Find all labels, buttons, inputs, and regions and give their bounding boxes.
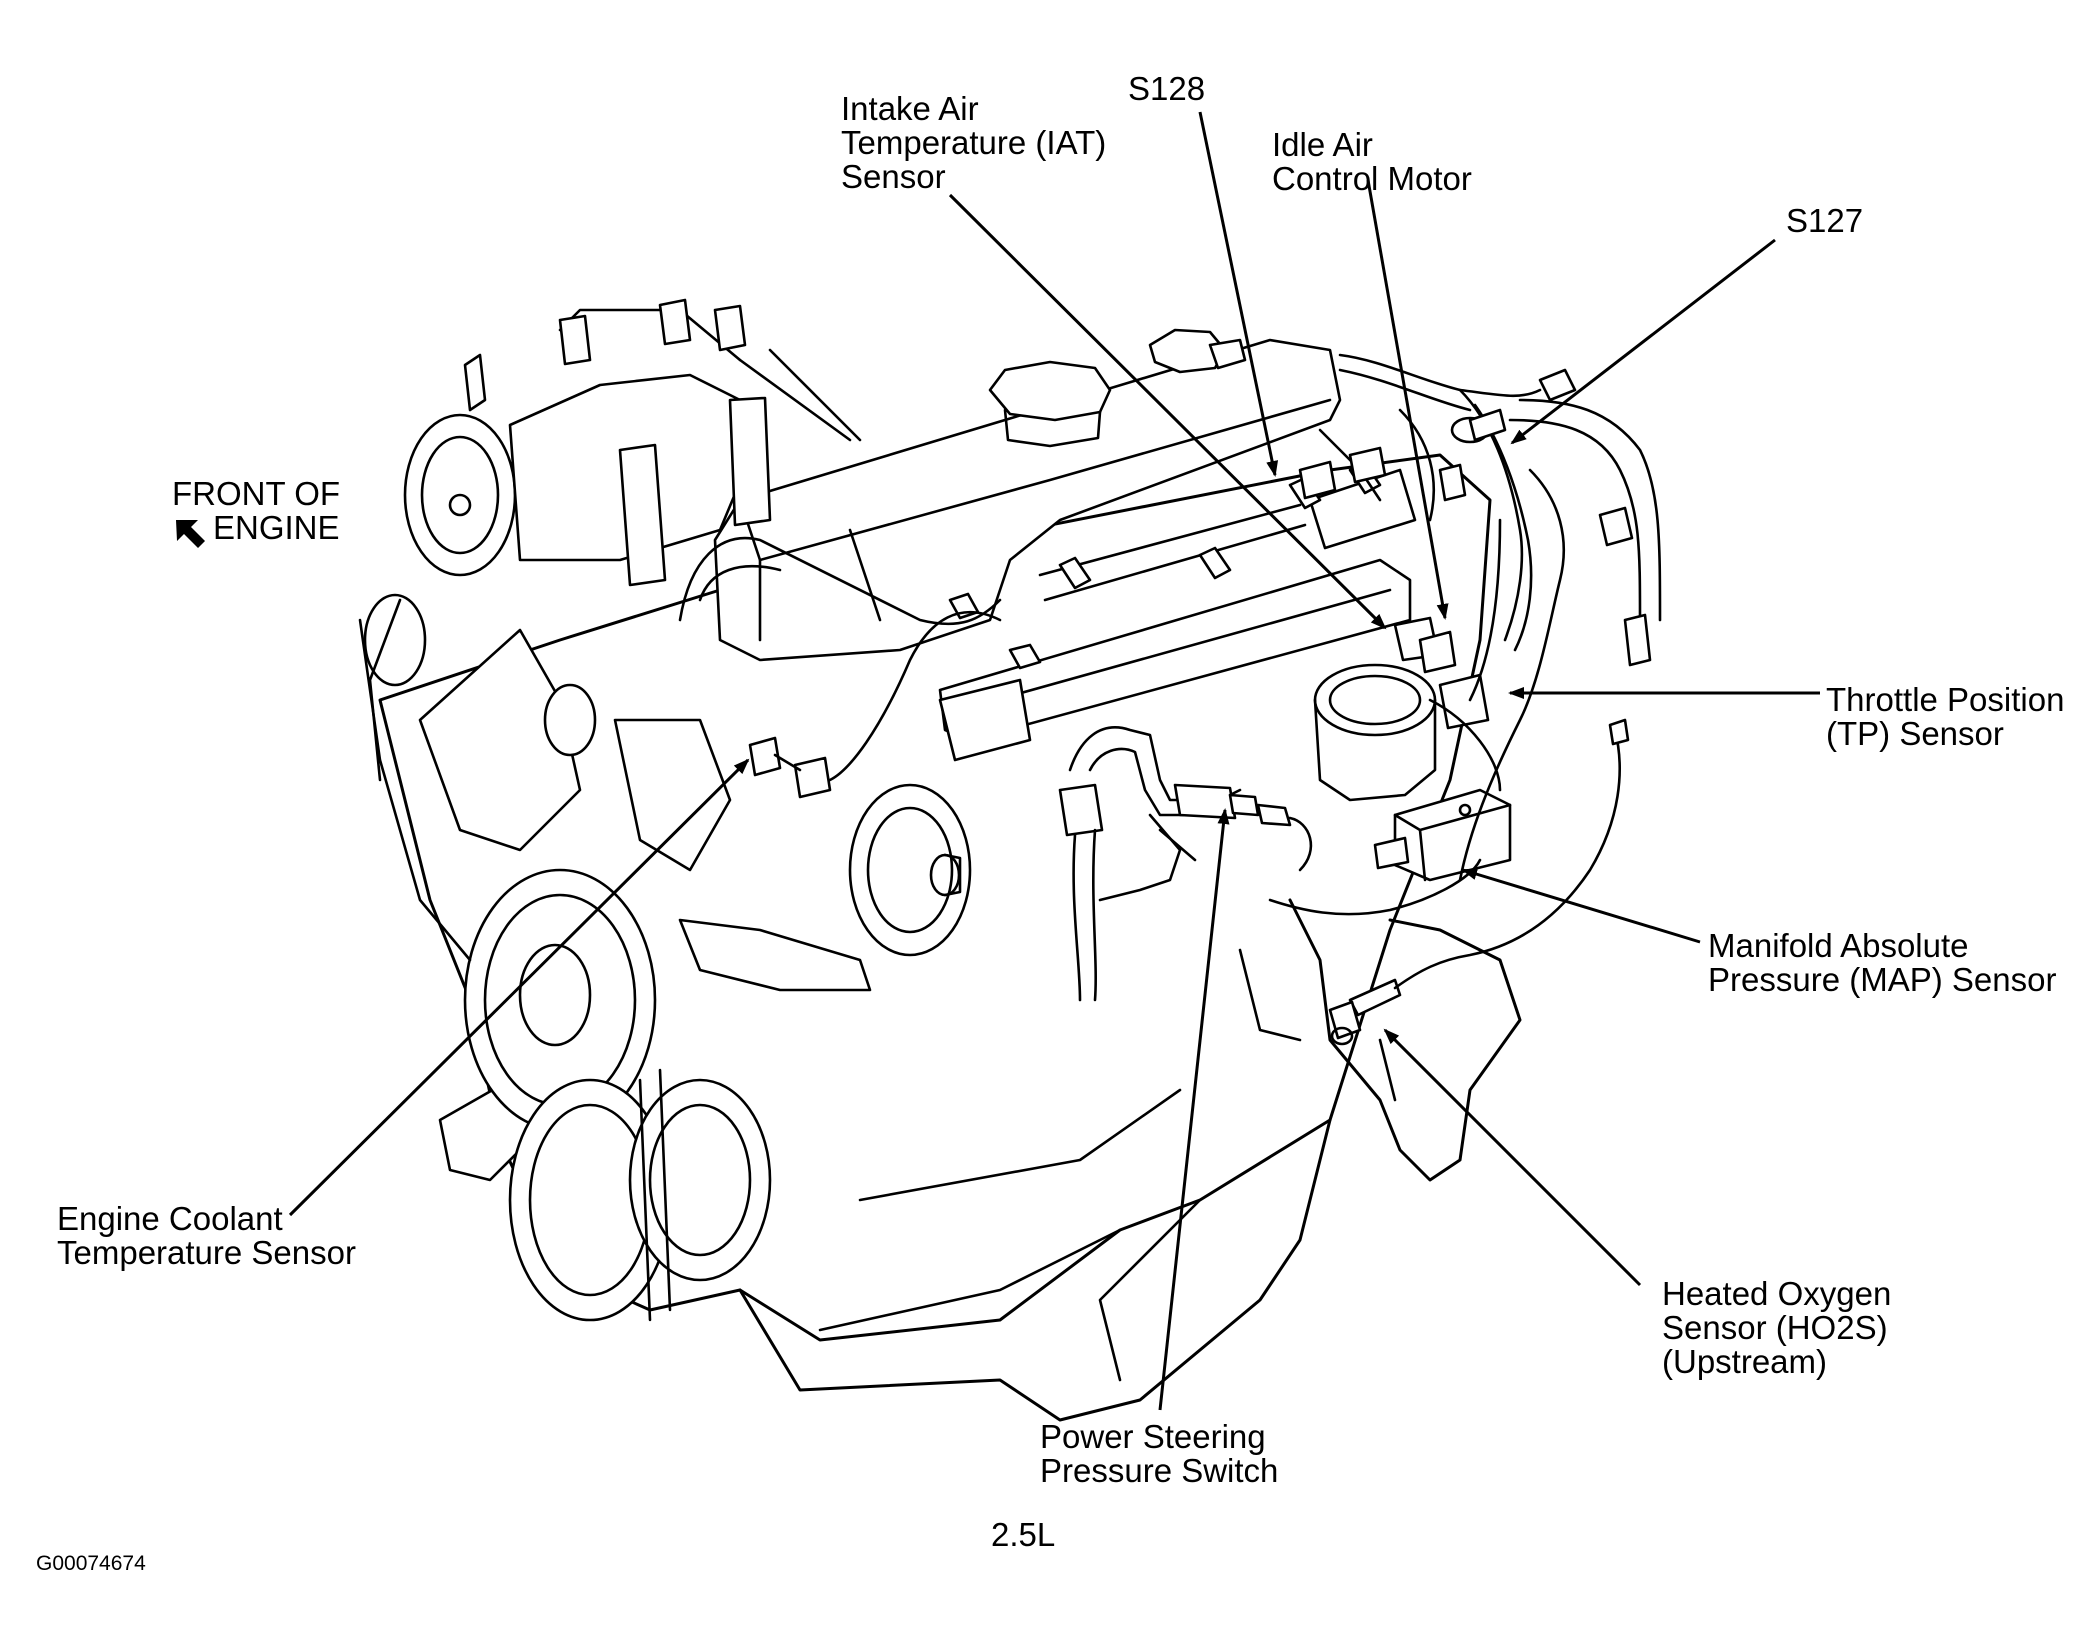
label-coolant-temp-sensor: Engine Coolant Temperature Sensor bbox=[57, 1200, 356, 1271]
label-throttle-position-sensor: Throttle Position (TP) Sensor bbox=[1826, 681, 2065, 752]
label-ho2s-sensor: Heated Oxygen Sensor (HO2S) (Upstream) bbox=[1662, 1275, 1892, 1380]
arrow-up-left-icon bbox=[176, 520, 205, 548]
leader-lines bbox=[288, 111, 1820, 1411]
engine-illustration bbox=[358, 298, 1662, 1422]
label-s127: S127 bbox=[1786, 202, 1864, 239]
leader-idle-air bbox=[1366, 179, 1449, 620]
label-front-of-engine-line1: FRONT OF bbox=[172, 475, 341, 512]
label-s128: S128 bbox=[1128, 70, 1206, 107]
label-power-steering-switch: Power Steering Pressure Switch bbox=[1040, 1418, 1279, 1489]
leader-iat bbox=[948, 193, 1387, 630]
label-front-of-engine-line2: ENGINE bbox=[213, 509, 340, 546]
label-iat-sensor: Intake Air Temperature (IAT) Sensor bbox=[841, 90, 1107, 195]
leader-map bbox=[1461, 868, 1701, 944]
label-figure-id: G00074674 bbox=[36, 1552, 146, 1575]
leader-s128 bbox=[1198, 111, 1279, 477]
leader-coolant bbox=[288, 758, 750, 1217]
label-engine-size: 2.5L bbox=[991, 1516, 1056, 1553]
leader-s127 bbox=[1510, 238, 1776, 445]
leader-ho2s bbox=[1383, 1028, 1642, 1287]
leader-power-steering bbox=[1158, 808, 1230, 1411]
label-map-sensor: Manifold Absolute Pressure (MAP) Sensor bbox=[1708, 927, 2057, 998]
label-idle-air-control-motor: Idle Air Control Motor bbox=[1272, 126, 1472, 197]
